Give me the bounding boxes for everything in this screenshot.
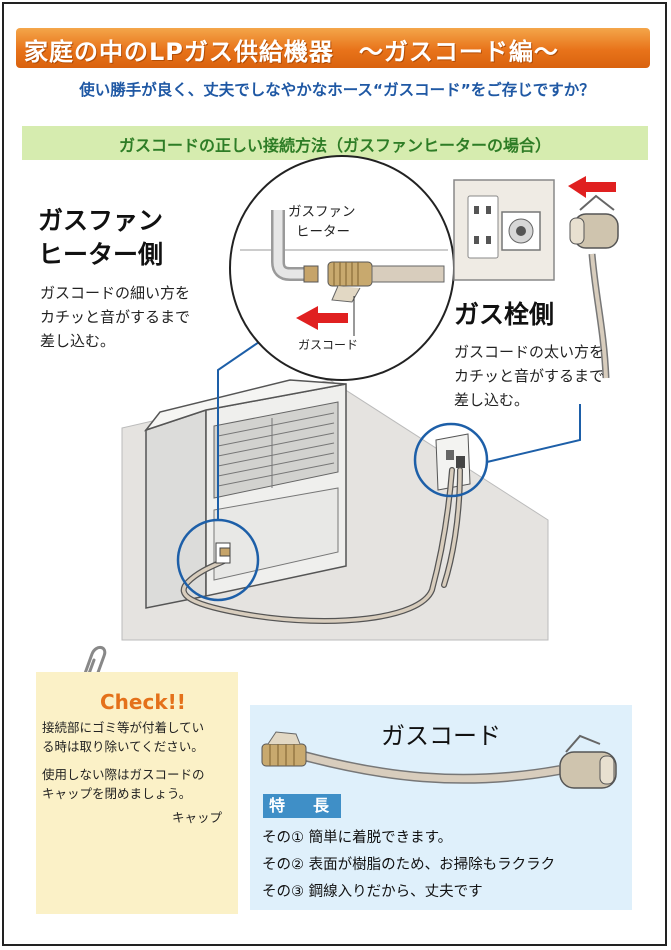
title-banner [16,28,650,68]
feature-3: その③ 鋼線入りだから、丈夫です [262,884,483,900]
callout-heater-label-2: ヒーター [296,224,350,240]
section-heading: ガスコードの正しい接続方法（ガスファンヒーターの場合） [118,136,551,155]
heater-zoom-callout [229,155,455,381]
insert-arrow-heater [296,306,348,330]
valve-side-heading: ガス栓側 [454,300,555,329]
check-line-4: キャップを閉めましょう。 [42,786,192,801]
fan-heater-illustration [143,379,347,609]
check-line-1: 接続部にゴミ等が付着してい [42,720,205,735]
check-line-3: 使用しない際はガスコードの [42,767,205,782]
page-title: 家庭の中のLPガス供給機器 ～ガスコード編～ [24,38,559,66]
feature-1: その① 簡単に着脱できます。 [262,830,453,846]
check-note [36,672,238,914]
check-line-2: る時は取り除いてください。 [42,739,204,754]
gas-cord-path [180,467,463,624]
section-bar [22,126,648,160]
valve-side-desc-2: カチッと音がするまで [454,367,605,385]
gas-cord-product-overlay [261,731,617,789]
heater-side-desc-1: ガスコードの細い方を [40,284,191,302]
insert-arrow-valve [568,176,616,198]
heater-side-heading-1: ガスファン [38,206,164,235]
heater-leader-line [217,339,263,520]
gas-cord-title: ガスコード [381,722,501,750]
cord-thick-end [569,194,619,379]
features-badge: 特 長 [263,794,341,818]
callout-heater-label-1: ガスファン [288,204,356,220]
valve-leader-line [486,404,581,463]
heater-side-desc-2: カチッと音がするまで [40,308,191,326]
valve-side-desc-3: 差し込む。 [454,391,530,409]
callout-cord-label: ガスコード [298,338,359,352]
valve-side-desc-1: ガスコードの太い方を [454,343,605,361]
check-title: Check!! [100,690,186,714]
gas-valve-detail [453,179,555,281]
feature-2: その② 表面が樹脂のため、お掃除もラクラク [262,857,556,873]
valve-connection-highlight [413,422,489,498]
heater-side-heading-2: ヒーター側 [38,240,164,269]
heater-side-desc-3: 差し込む。 [40,332,116,350]
cap-label: キャップ [172,810,223,825]
page-subtitle: 使い勝手が良く、丈夫でしなやかなホース“ガスコード”をご存じですか？ [79,81,595,99]
